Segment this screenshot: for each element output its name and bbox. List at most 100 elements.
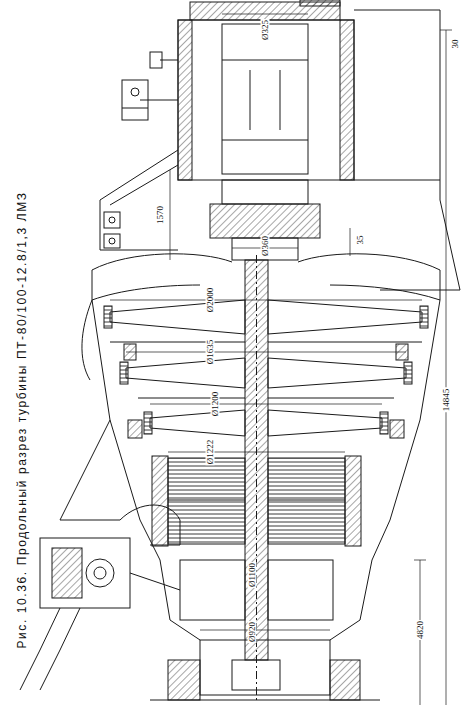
- front-bearing: [168, 660, 200, 700]
- dimension-lines: [446, 30, 447, 705]
- coupling: [222, 180, 308, 204]
- lp-exhaust-casing: [60, 520, 120, 521]
- dimension-lines: [110, 300, 422, 301]
- dimension-lines: [168, 452, 345, 453]
- lp-exhaust-casing: [82, 300, 92, 380]
- dimension-lines: [414, 560, 426, 561]
- dimension-label: 1570: [156, 205, 165, 225]
- hp-inlet: [40, 538, 130, 608]
- front-bearing: [330, 660, 360, 700]
- front-bearing: [150, 640, 380, 700]
- lp-exhaust-casing: [60, 420, 110, 520]
- dimension-lines: [110, 14, 452, 705]
- support-frame: [110, 165, 178, 205]
- coupling: [210, 204, 320, 238]
- hp-inlet: [40, 608, 80, 690]
- rear-bearing-housing: [178, 0, 460, 290]
- rear-bearing-housing: [354, 180, 440, 181]
- support-frame: [150, 52, 162, 68]
- rotor-shaft: [245, 255, 268, 700]
- dimension-label: Ø1635: [206, 339, 215, 366]
- hp-drum-stages: [152, 456, 168, 546]
- dimension-label: 4820: [416, 620, 425, 640]
- support-frame: [109, 238, 115, 244]
- support-frame: [131, 88, 139, 96]
- rear-bearing-housing: [354, 10, 460, 290]
- lp-rotor-discs: [268, 342, 422, 343]
- lp-rotor-discs: [138, 398, 245, 399]
- lp-rotor-discs: [126, 358, 245, 388]
- lp-rotor-discs: [110, 300, 245, 334]
- support-frame: [122, 80, 148, 120]
- dimension-label: 35: [356, 235, 365, 246]
- hp-drum-stages: [268, 500, 345, 501]
- hp-drum-stages: [168, 500, 245, 501]
- support-frame: [109, 217, 115, 223]
- rear-bearing-housing: [340, 20, 354, 180]
- lp-rotor-discs: [380, 412, 388, 434]
- lp-rotor-discs: [150, 410, 245, 436]
- lp-rotor-discs: [268, 300, 422, 334]
- support-frame: [100, 150, 178, 250]
- support-frame: [160, 60, 178, 61]
- lp-rotor-discs: [268, 398, 394, 399]
- outline: [20, 0, 460, 705]
- lp-exhaust-casing: [92, 300, 160, 560]
- hp-inlet: [86, 559, 114, 587]
- dimension-label: 14845: [442, 388, 451, 413]
- hp-inlet: [52, 548, 82, 598]
- support-frame: [140, 100, 178, 101]
- dimension-lines: [440, 30, 452, 31]
- support-frame: [122, 108, 148, 109]
- rear-bearing-housing: [222, 140, 308, 141]
- lp-exhaust-casing: [390, 420, 404, 438]
- hp-inlet: [180, 560, 245, 620]
- support-frame: [100, 52, 178, 250]
- lp-exhaust-casing: [128, 420, 142, 438]
- rear-bearing-housing: [222, 24, 308, 174]
- front-bearing: [150, 700, 380, 701]
- dimension-lines: [150, 404, 382, 405]
- rear-bearing-housing: [178, 20, 192, 180]
- rear-bearing-housing: [250, 70, 251, 130]
- lp-rotor-discs: [110, 342, 245, 343]
- dimension-label: Ø325: [261, 19, 270, 41]
- dimension-lines: [126, 352, 406, 353]
- lp-rotor-discs: [268, 358, 406, 388]
- dimension-label: Ø1200: [211, 391, 220, 418]
- rear-bearing-housing: [300, 0, 340, 6]
- lp-rotor-discs: [404, 362, 412, 384]
- lp-rotor-discs: [144, 412, 152, 434]
- lp-rotor-discs: [120, 362, 128, 384]
- hp-drum-stages: [268, 458, 345, 544]
- rear-bearing-housing: [280, 70, 281, 130]
- hp-inlet: [94, 567, 106, 579]
- dimension-lines: [222, 14, 308, 15]
- hp-inlet: [330, 560, 372, 640]
- lp-exhaust-casing: [298, 254, 440, 300]
- front-bearing: [200, 640, 330, 695]
- dimension-lines: [200, 630, 330, 631]
- dimension-lines: [170, 170, 171, 260]
- hp-inlet: [130, 573, 180, 590]
- lp-rotor-discs: [268, 410, 382, 436]
- lp-rotor-discs: [420, 306, 428, 328]
- support-frame: [104, 212, 120, 228]
- dimension-label: Ø1222: [206, 439, 215, 466]
- hp-inlet: [268, 560, 333, 620]
- dimension-label: 30: [451, 39, 460, 50]
- rear-bearing-housing: [178, 20, 354, 180]
- front-bearing: [232, 660, 280, 690]
- support-frame: [104, 234, 120, 248]
- dimension-label: Ø360: [261, 235, 270, 257]
- hp-drum-stages: [345, 456, 361, 546]
- dimension-lines: [350, 228, 351, 256]
- coupling: [210, 180, 320, 260]
- lp-exhaust-casing: [372, 300, 440, 560]
- dimension-label: Ø920: [248, 621, 257, 643]
- rear-bearing-housing: [222, 60, 308, 61]
- lp-rotor-discs: [104, 306, 112, 328]
- hp-inlet: [120, 505, 180, 545]
- dimension-label: Ø1100: [248, 562, 257, 588]
